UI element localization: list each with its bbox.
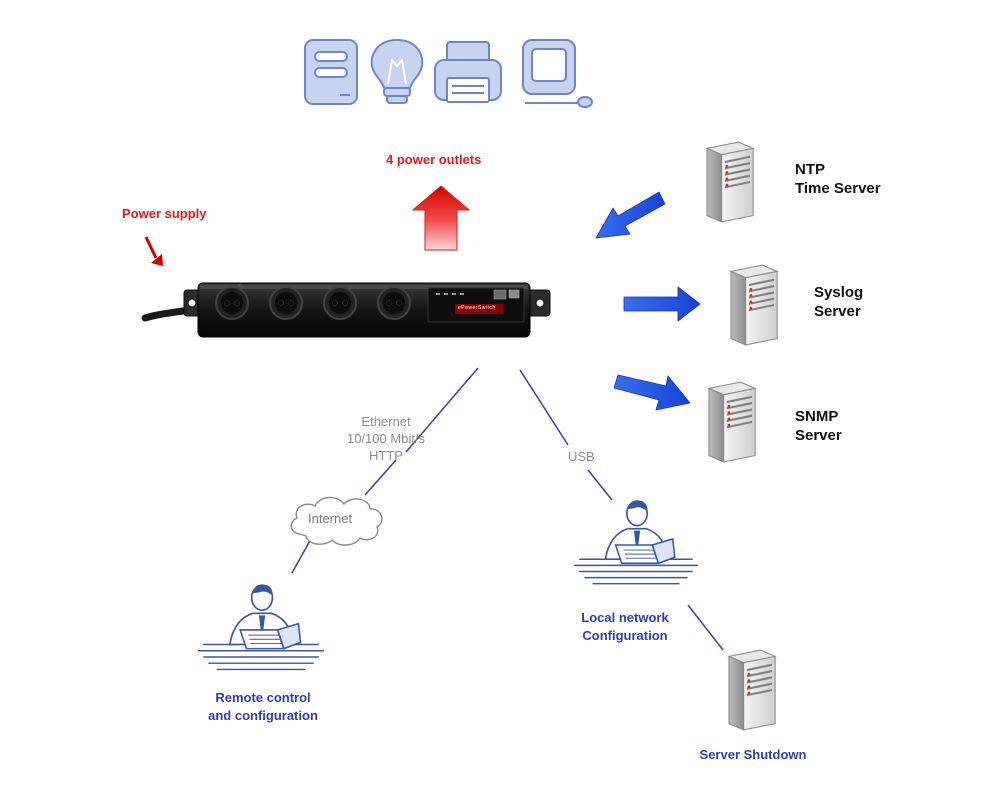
- device-brand-text: ePowerSwitch: [458, 305, 496, 311]
- ethernet-label-line1: Ethernet: [361, 414, 411, 429]
- printer-icon: [434, 41, 502, 103]
- local-user-icon: [574, 499, 698, 585]
- remote-user-icon: [198, 584, 324, 671]
- power-outlets-label: 4 power outlets: [386, 152, 482, 167]
- shutdown-link-line: [687, 604, 724, 651]
- power-socket-3: [323, 286, 357, 320]
- shutdown-server-icon: [728, 649, 776, 731]
- snmp-label-line1: SNMP: [795, 408, 839, 425]
- internet-cloud-icon: [290, 496, 383, 546]
- ethernet-label-line3: HTTP: [369, 448, 403, 463]
- ethernet-link-line-2: [364, 459, 397, 496]
- local-label-line2: Configuration: [582, 628, 668, 643]
- ntp-label-line1: NTP: [795, 161, 825, 178]
- light-bulb-icon: [370, 39, 424, 104]
- remote-label-line2: and configuration: [208, 708, 318, 723]
- computer-icon: [522, 39, 593, 108]
- server-icon: [304, 39, 358, 105]
- internet-label: Internet: [308, 511, 353, 526]
- power-socket-1: [215, 286, 249, 320]
- syslog-label-line1: Syslog: [814, 284, 864, 301]
- remote-label-line1: Remote control: [215, 690, 311, 705]
- ntp-server-label: NTP Time Server: [795, 160, 881, 198]
- syslog-server-label: Syslog Server: [814, 283, 863, 321]
- internet-link-line: [291, 536, 313, 574]
- syslog-server-icon: [730, 264, 778, 346]
- snmp-server-icon: [708, 381, 756, 463]
- usb-link-line: [519, 369, 569, 446]
- power-socket-2: [269, 286, 303, 320]
- ethernet-link-line: [405, 367, 479, 453]
- red-up-arrow: [411, 185, 471, 251]
- ethernet-label: Ethernet 10/100 Mbit/s HTTP: [326, 413, 446, 464]
- usb-link-line-2: [587, 469, 613, 501]
- snmp-label-line2: Server: [795, 427, 842, 444]
- remote-control-label: Remote control and configuration: [188, 689, 338, 725]
- usb-label: USB: [568, 449, 595, 464]
- snmp-server-label: SNMP Server: [795, 407, 842, 445]
- local-label-line1: Local network: [581, 610, 669, 625]
- power-supply-label: Power supply: [122, 206, 207, 221]
- ethernet-label-line2: 10/100 Mbit/s: [346, 431, 426, 446]
- syslog-arrow: [623, 286, 701, 322]
- snmp-arrow: [613, 374, 691, 411]
- ntp-arrow: [595, 191, 666, 239]
- syslog-label-line2: Server: [814, 303, 861, 320]
- ntp-server-icon: [706, 141, 754, 223]
- power-socket-4: [377, 286, 411, 320]
- power-supply-arrow: [144, 236, 163, 266]
- local-network-label: Local network Configuration: [555, 609, 695, 645]
- server-shutdown-label: Server Shutdown: [699, 747, 807, 762]
- power-strip: [141, 282, 551, 338]
- ntp-label-line2: Time Server: [795, 180, 881, 197]
